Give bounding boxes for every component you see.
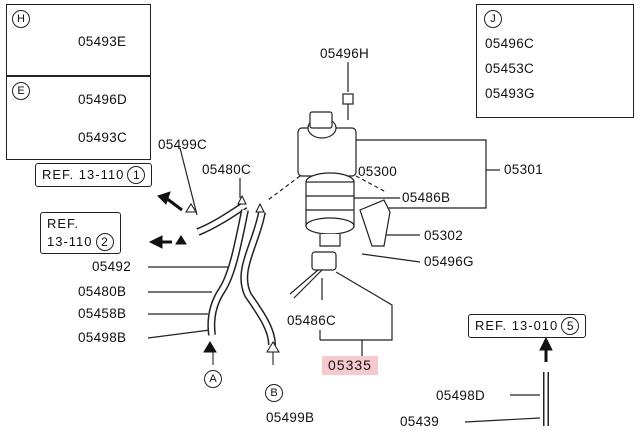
ref-number: 2 (95, 233, 114, 251)
part-05486b[interactable]: 05486B (402, 190, 451, 205)
part-05498b[interactable]: 05498B (78, 330, 127, 345)
part-05499b[interactable]: 05499B (266, 410, 315, 425)
callout-e: E (12, 82, 30, 100)
part-05439[interactable]: 05439 (400, 414, 440, 429)
inset-j (476, 4, 634, 118)
part-05453c[interactable]: 05453C (485, 61, 535, 76)
part-05300[interactable]: 05300 (358, 164, 398, 179)
ref-text: REF. 13-010 (475, 318, 559, 333)
callout-j: J (484, 10, 502, 28)
inset-e (6, 76, 151, 160)
callout-b: B (265, 384, 283, 402)
part-05496d[interactable]: 05496D (78, 92, 128, 107)
part-05486c[interactable]: 05486C (287, 313, 337, 328)
ref-text-line2: 13-110 (47, 234, 93, 249)
part-05493c[interactable]: 05493C (78, 130, 128, 145)
part-05480b[interactable]: 05480B (78, 284, 127, 299)
part-05302[interactable]: 05302 (424, 228, 464, 243)
part-05301[interactable]: 05301 (504, 162, 544, 177)
part-05335-highlighted[interactable]: 05335 (322, 356, 378, 375)
part-05498d[interactable]: 05498D (436, 388, 486, 403)
part-05458b[interactable]: 05458B (78, 306, 127, 321)
ref-number: 5 (561, 317, 580, 335)
part-05480c[interactable]: 05480C (202, 162, 252, 177)
part-05499c[interactable]: 05499C (158, 137, 208, 152)
part-05493g[interactable]: 05493G (485, 86, 535, 101)
part-05492[interactable]: 05492 (92, 259, 132, 274)
ref-number: 1 (127, 166, 146, 184)
ref-text: REF. 13-110 (42, 167, 125, 182)
callout-a: A (204, 370, 222, 388)
callout-h: H (12, 10, 30, 28)
ref-text-line1: REF. (47, 216, 80, 231)
inset-h (6, 4, 151, 76)
part-05493e[interactable]: 05493E (78, 34, 127, 49)
part-05496c[interactable]: 05496C (485, 36, 535, 51)
part-05496h[interactable]: 05496H (320, 46, 370, 61)
part-05496g[interactable]: 05496G (424, 254, 474, 269)
